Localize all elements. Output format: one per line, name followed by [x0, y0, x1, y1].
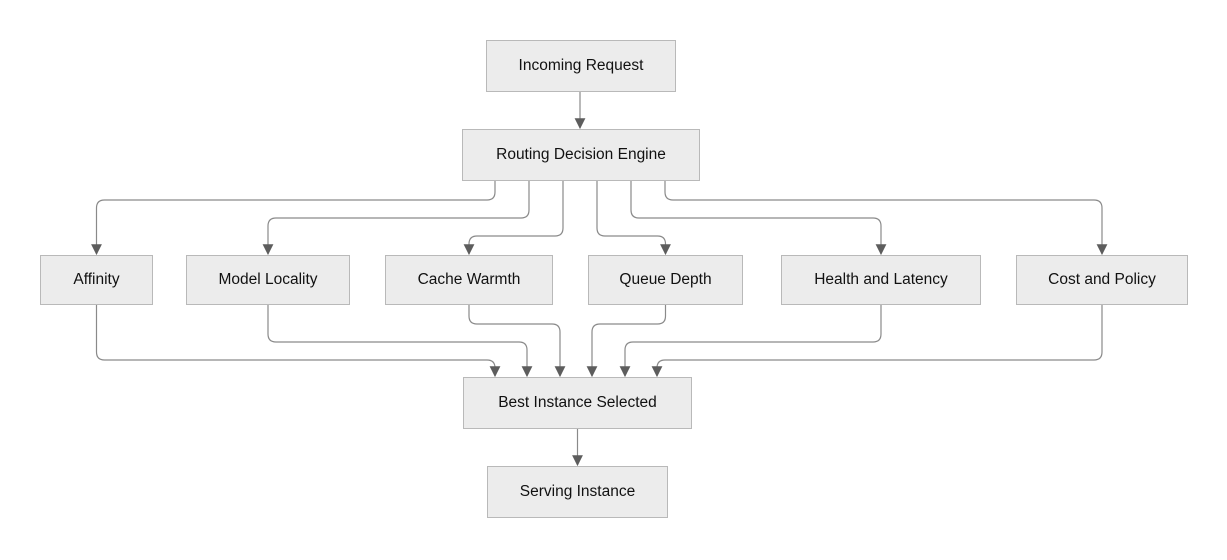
- node-queue-depth: Queue Depth: [588, 255, 743, 305]
- edge-routing-to-affinity: [91, 181, 496, 256]
- node-routing-decision-engine: Routing Decision Engine: [462, 129, 700, 181]
- node-serving-instance: Serving Instance: [487, 466, 668, 518]
- edge-model-locality-to-best: [267, 305, 533, 378]
- node-label: Affinity: [73, 270, 120, 288]
- edge-routing-to-model-locality: [262, 181, 530, 256]
- node-incoming-request: Incoming Request: [486, 40, 676, 92]
- node-label: Cache Warmth: [417, 270, 521, 288]
- edge-affinity-to-best: [95, 305, 501, 378]
- node-cost-and-policy: Cost and Policy: [1016, 255, 1188, 305]
- node-label: Serving Instance: [519, 482, 636, 500]
- edge-routing-to-cache-warmth: [463, 181, 564, 256]
- node-health-and-latency: Health and Latency: [781, 255, 981, 305]
- node-label: Best Instance Selected: [498, 393, 657, 411]
- node-label: Incoming Request: [518, 56, 644, 74]
- node-label: Cost and Policy: [1048, 270, 1156, 288]
- node-best-instance-selected: Best Instance Selected: [463, 377, 692, 429]
- node-cache-warmth: Cache Warmth: [385, 255, 553, 305]
- node-model-locality: Model Locality: [186, 255, 350, 305]
- node-label: Routing Decision Engine: [496, 145, 666, 163]
- edge-routing-to-queue-depth: [596, 181, 671, 256]
- edge-cache-warmth-to-best: [468, 305, 566, 378]
- edge-queue-depth-to-best: [586, 305, 667, 378]
- node-label: Model Locality: [218, 270, 318, 288]
- edge-routing-to-health-latency: [630, 181, 887, 256]
- node-label: Queue Depth: [619, 270, 712, 288]
- edge-health-latency-to-best: [619, 305, 882, 378]
- node-label: Health and Latency: [814, 270, 948, 288]
- edge-routing-to-cost-policy: [664, 181, 1108, 256]
- edge-cost-policy-to-best: [651, 305, 1103, 378]
- node-affinity: Affinity: [40, 255, 153, 305]
